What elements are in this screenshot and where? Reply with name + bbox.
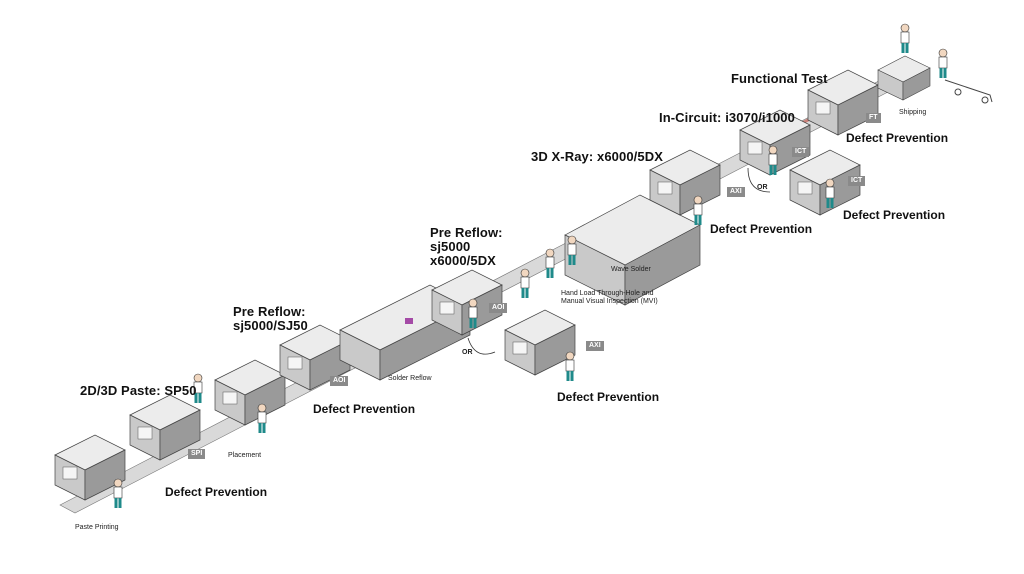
or-arrow-1 <box>467 337 496 355</box>
worker-figure-13 <box>938 48 948 79</box>
tag-spi: SPI <box>188 449 206 459</box>
worker-figure-8 <box>565 351 575 382</box>
title-pre-reflow-1-line1: Pre Reflow: <box>233 304 306 319</box>
defect-prevention-4: Defect Prevention <box>710 222 813 236</box>
label-shipping: Shipping <box>899 109 927 116</box>
title-in-circuit: In-Circuit: i3070/i1000 <box>659 110 795 125</box>
label-placement: Placement <box>228 452 262 459</box>
tag-axi-1: AXI <box>586 341 604 351</box>
worker-figure-6 <box>545 248 555 279</box>
defect-prevention-2: Defect Prevention <box>313 402 416 416</box>
title-pre-reflow-2-line2: sj5000 <box>430 239 471 254</box>
tag-ft: FT <box>866 113 881 123</box>
label-paste-printing: Paste Printing <box>75 524 119 531</box>
worker-figure-3 <box>257 403 267 434</box>
label-hand-load-line1: Hand Load Through-Hole and <box>561 290 654 297</box>
tag-ict-2: ICT <box>848 176 866 186</box>
worker-figure-1 <box>113 478 123 509</box>
title-2d3d-paste: 2D/3D Paste: SP50 <box>80 383 197 398</box>
tag-ict-1: ICT <box>792 147 810 157</box>
tag-aoi-1: AOI <box>330 376 349 386</box>
title-pre-reflow-2-line1: Pre Reflow: <box>430 225 503 240</box>
defect-prevention-5: Defect Prevention <box>843 208 946 222</box>
wave-solder-machine <box>564 194 701 306</box>
defect-prevention-6: Defect Prevention <box>846 131 949 145</box>
worker-figure-12 <box>900 23 910 54</box>
or-label-2: OR <box>757 184 768 191</box>
or-label-1: OR <box>462 349 473 356</box>
or-arrow-2 <box>747 167 771 193</box>
title-3d-xray: 3D X-Ray: x6000/5DX <box>531 149 663 164</box>
label-hand-load-line2: Manual Visual Inspection (MVI) <box>561 298 658 305</box>
axi-machine-2 <box>504 309 576 376</box>
label-wave-solder: Wave Solder <box>611 266 651 273</box>
worker-figure-9 <box>693 195 703 226</box>
defect-prevention-3: Defect Prevention <box>557 390 660 404</box>
label-solder-reflow: Solder Reflow <box>388 375 432 382</box>
title-functional-test: Functional Test <box>731 71 828 86</box>
placement-machine <box>214 359 286 426</box>
shipping-boxes <box>877 55 931 101</box>
hand-truck <box>944 79 993 104</box>
title-pre-reflow-2-line3: x6000/5DX <box>430 253 496 268</box>
worker-figure-5 <box>520 268 530 299</box>
tag-aoi-2: AOI <box>489 303 508 313</box>
defect-prevention-1: Defect Prevention <box>165 485 268 499</box>
tag-axi-2: AXI <box>727 187 745 197</box>
title-pre-reflow-1-line2: sj5000/SJ50 <box>233 318 308 333</box>
